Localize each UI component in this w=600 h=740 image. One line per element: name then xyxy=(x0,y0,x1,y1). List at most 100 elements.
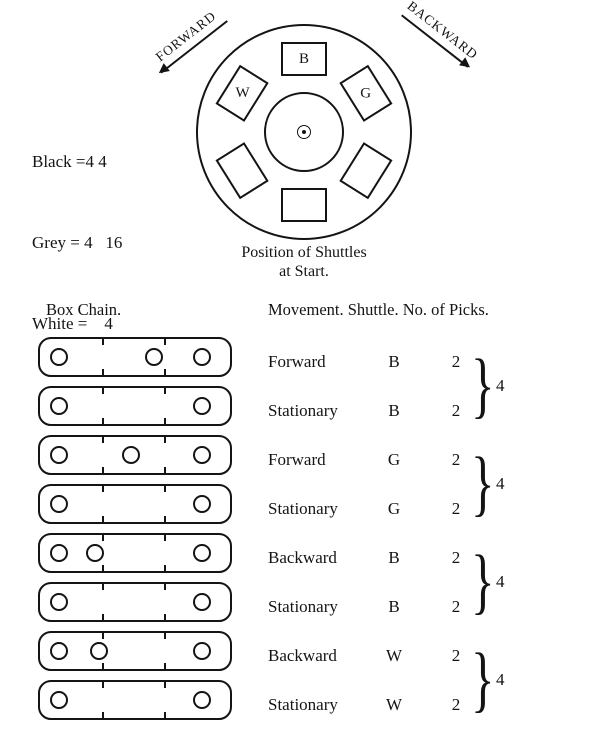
lag-divider-tick xyxy=(101,614,104,620)
wheel-outer-circle xyxy=(196,24,412,240)
lag-divider-tick xyxy=(101,565,104,571)
chain-hole xyxy=(50,642,68,660)
backward-label: BACKWARD xyxy=(404,0,482,63)
shuttle-cell: B xyxy=(388,596,400,616)
group-brace-icon: } xyxy=(471,443,495,524)
movement-cell: Forward xyxy=(268,351,326,371)
group-brace-icon: } xyxy=(471,639,495,720)
color-key: Black =4 4 Grey = 4 16 White = 4 xyxy=(32,94,122,391)
pick-group: } 4 xyxy=(466,533,526,631)
lag-divider-tick xyxy=(164,535,167,541)
shuttle-box-label: G xyxy=(360,84,372,101)
lag-divider-tick xyxy=(101,663,104,669)
caption-line-2: at Start. xyxy=(279,263,329,280)
chain-hole xyxy=(89,642,108,660)
pick-group: } 4 xyxy=(466,631,526,729)
chain-hole xyxy=(192,495,211,513)
wheel-caption: Position of Shuttles at Start. xyxy=(196,243,412,281)
chain-hole xyxy=(192,446,211,464)
lag-divider-tick xyxy=(101,388,104,394)
table-row: Stationary B 2 xyxy=(268,386,568,435)
table-row: Forward B 2 xyxy=(268,337,568,386)
shuttle-cell: B xyxy=(388,547,400,567)
shuttle-box-bottom xyxy=(281,188,327,222)
chain-lag xyxy=(38,484,232,524)
backward-direction: BACKWARD xyxy=(400,0,481,68)
table-row: Stationary W 2 xyxy=(268,680,568,729)
picks-cell: 2 xyxy=(451,449,461,469)
color-key-grey: Grey = 4 16 xyxy=(32,233,123,252)
box-chain xyxy=(38,337,232,729)
shuttle-wheel-diagram: B G W xyxy=(196,24,412,240)
movement-cell: Backward xyxy=(268,645,337,665)
lag-divider-tick xyxy=(101,418,104,424)
lag-divider-tick xyxy=(164,437,167,443)
movement-cell: Stationary xyxy=(268,596,338,616)
chain-hole xyxy=(192,642,211,660)
group-total: 4 xyxy=(496,572,505,591)
movement-cell: Forward xyxy=(268,449,326,469)
picks-cell: 2 xyxy=(451,400,461,420)
group-brace-icon: } xyxy=(471,345,495,426)
movement-cell: Stationary xyxy=(268,694,338,714)
chain-lag xyxy=(38,337,232,377)
color-key-white: White = 4 xyxy=(32,314,113,333)
lag-divider-tick xyxy=(164,663,167,669)
lag-divider-tick xyxy=(101,535,104,541)
chain-hole xyxy=(50,397,68,415)
shuttle-cell: B xyxy=(388,400,400,420)
lag-divider-tick xyxy=(101,369,104,375)
chain-lag xyxy=(38,386,232,426)
chain-hole xyxy=(50,593,68,611)
movement-cell: Stationary xyxy=(268,400,338,420)
chain-hole xyxy=(192,397,211,415)
lag-divider-tick xyxy=(101,584,104,590)
group-brace-icon: } xyxy=(471,541,495,622)
picks-cell: 2 xyxy=(451,645,461,665)
table-row: Forward G 2 xyxy=(268,435,568,484)
chain-hole xyxy=(86,544,105,562)
lag-divider-tick xyxy=(164,418,167,424)
lag-divider-tick xyxy=(164,339,167,345)
chain-hole xyxy=(145,348,163,366)
shuttle-box-top: B xyxy=(281,42,327,76)
chain-hole xyxy=(50,495,68,513)
lag-divider-tick xyxy=(101,682,104,688)
chain-lag xyxy=(38,680,232,720)
picks-cell: 2 xyxy=(451,498,461,518)
picks-cell: 2 xyxy=(451,694,461,714)
chain-lag xyxy=(38,533,232,573)
wheel-hub xyxy=(297,125,311,139)
lag-divider-tick xyxy=(164,516,167,522)
lag-divider-tick xyxy=(101,633,104,639)
lag-divider-tick xyxy=(164,486,167,492)
caption-line-1: Position of Shuttles xyxy=(241,244,367,261)
chain-lag xyxy=(38,582,232,622)
chain-hole xyxy=(192,691,211,709)
lag-divider-tick xyxy=(164,633,167,639)
table-row: Backward B 2 xyxy=(268,533,568,582)
chain-hole xyxy=(50,544,68,562)
movement-table-header: Movement. Shuttle. No. of Picks. xyxy=(268,300,489,319)
chain-hole xyxy=(50,446,68,464)
lag-divider-tick xyxy=(164,584,167,590)
lag-divider-tick xyxy=(164,369,167,375)
color-key-black: Black =4 4 xyxy=(32,152,107,171)
table-row: Backward W 2 xyxy=(268,631,568,680)
group-total: 4 xyxy=(496,376,505,395)
lag-divider-tick xyxy=(101,339,104,345)
group-total: 4 xyxy=(496,670,505,689)
table-row: Stationary B 2 xyxy=(268,582,568,631)
chain-hole xyxy=(122,446,141,464)
shuttle-cell: G xyxy=(387,449,401,469)
chain-hole xyxy=(50,348,68,366)
shuttle-cell: B xyxy=(388,351,400,371)
lag-divider-tick xyxy=(164,682,167,688)
lag-divider-tick xyxy=(101,467,104,473)
shuttle-box-label: W xyxy=(235,84,250,101)
picks-cell: 2 xyxy=(451,547,461,567)
pick-group: } 4 xyxy=(466,337,526,435)
lag-divider-tick xyxy=(164,467,167,473)
movement-cell: Backward xyxy=(268,547,337,567)
